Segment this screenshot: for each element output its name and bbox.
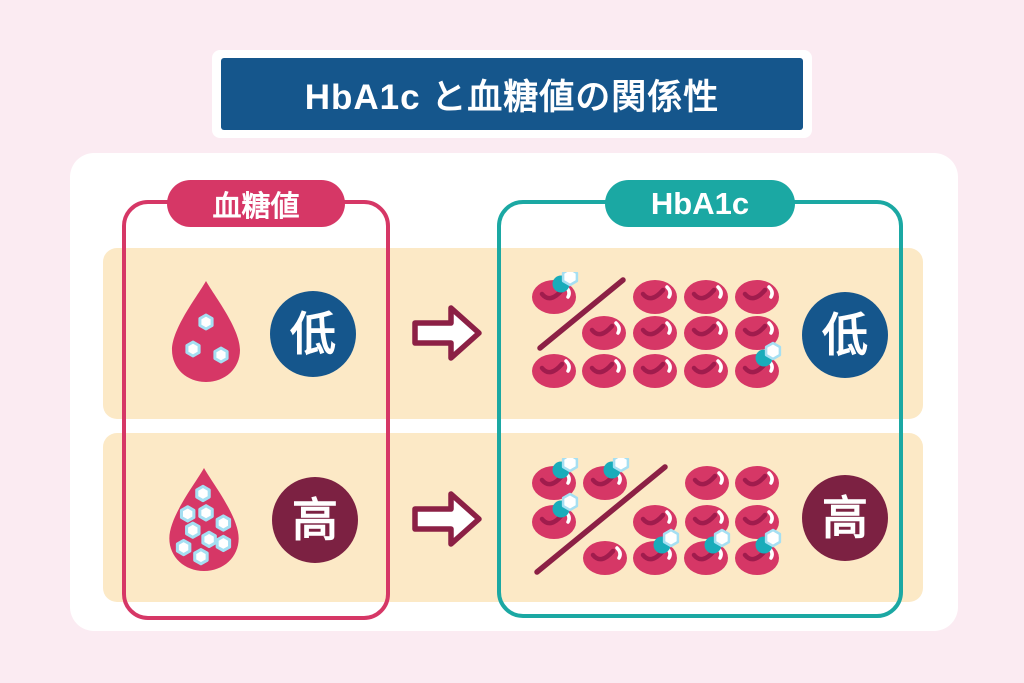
hba1c-panel-label: HbA1c — [605, 180, 795, 227]
level-badge-high-right: 高 — [802, 475, 888, 561]
title-banner: HbA1c と血糖値の関係性 — [221, 58, 803, 130]
blood-drop-high-icon — [163, 468, 245, 577]
hba1c-panel-label-text: HbA1c — [650, 185, 750, 221]
row-band-low — [103, 248, 923, 419]
glucose-panel-label-text: 血糖値 — [212, 190, 300, 223]
row-band-high — [103, 433, 923, 602]
level-badge-high-left: 高 — [272, 477, 358, 563]
level-badge-low-right: 低 — [802, 292, 888, 378]
rbc-grid-low — [528, 267, 788, 402]
level-badge-low-left: 低 — [270, 291, 356, 377]
blood-drop-low-icon — [166, 281, 246, 388]
arrow-right-icon — [410, 303, 484, 368]
title-card: HbA1c と血糖値の関係性 — [212, 50, 812, 138]
glucose-panel-label: 血糖値 — [167, 180, 345, 227]
arrow-right-icon — [410, 489, 484, 554]
page-title: HbA1c と血糖値の関係性 — [304, 77, 720, 117]
rbc-grid-high — [528, 453, 788, 588]
